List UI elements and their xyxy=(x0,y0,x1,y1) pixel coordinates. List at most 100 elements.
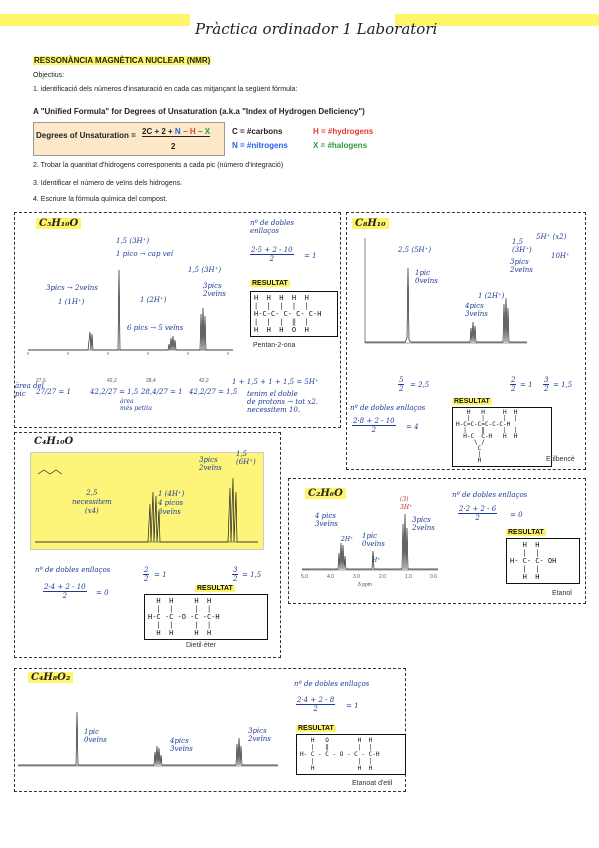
p2-ann-25: 2,5 (5H⁺) xyxy=(398,246,432,254)
p4-result-label: RESULTAT xyxy=(506,529,546,536)
objective-3: 3. Identificar el número de veïns dels h… xyxy=(33,180,183,187)
p4-unsat-fraction: 2·2 + 2 - 6 2 xyxy=(458,505,498,522)
p4-ann-4pics: 4 pics 3veïns xyxy=(315,512,338,528)
p1-ann-1pic: 1 pico → cap veí xyxy=(116,250,173,258)
problem-4-box xyxy=(288,478,586,604)
p4-ann-1h: H⁺ xyxy=(372,557,381,564)
p2-ann-5h: 5H⁺ (x2) xyxy=(536,233,567,241)
p1-area-2: 42,2 xyxy=(107,378,117,384)
p1-ann-15: 1,5 (3H⁺) xyxy=(116,237,150,245)
p3-unsat-num: 2·4 + 2 - 10 xyxy=(43,583,87,592)
p3-ann-25: 2,5 necessitem (x4) xyxy=(72,489,112,515)
p2-ratio-1: 5 2 xyxy=(398,376,405,393)
p2-spectrum xyxy=(364,238,527,344)
page-title: Pràctica ordinador 1 Laboratori xyxy=(195,20,438,38)
p1-ratio-4: 42,2/27 = 1,5 xyxy=(189,388,238,396)
p2-ann-10h: 10H⁺ xyxy=(551,252,570,260)
legend-halogens: X = #halogens xyxy=(313,141,368,150)
p5-ann-3pics: 3pics 2veïns xyxy=(248,727,271,743)
p2-name: Etilbencè xyxy=(546,456,575,463)
p3-unsat-title: nº de dobles enllaços xyxy=(35,566,111,574)
p3-ann-1: 1 (4H⁺) 4 picos 3veïns xyxy=(158,490,185,516)
p2-ann-4pics: 4pics 3veïns xyxy=(465,302,488,318)
p4-unsat-res: = 0 xyxy=(510,511,523,519)
objective-4: 4. Escriure la fórmula química del compo… xyxy=(33,196,168,203)
p2-r3-res: = 1,5 xyxy=(553,381,573,389)
p2-r1-den: 2 xyxy=(399,385,404,393)
p2-ratio-3: 3 2 xyxy=(543,376,550,393)
legend-carbons: C = #carbons xyxy=(232,127,283,136)
p1-area-1: 27,6 xyxy=(36,378,46,384)
p2-unsat-den: 2 xyxy=(371,426,377,434)
p1-note-area: àrea més petita xyxy=(120,398,152,412)
p1-name: Pentan-2-ona xyxy=(253,342,296,349)
header-highlight-right xyxy=(395,14,599,26)
formula-box xyxy=(33,122,225,156)
p1-ratio-1: 27/27 = 1 xyxy=(36,388,71,396)
problem-3-box xyxy=(14,432,281,658)
p3-spectrum xyxy=(35,469,258,543)
p4-tick-5: 1.0 xyxy=(405,574,412,580)
objective-2: 2. Trobar la quantitat d'hidrogens corre… xyxy=(33,162,284,169)
p4-tick-6: 0.0 xyxy=(430,574,437,580)
p2-unsat-num: 2·8 + 2 - 10 xyxy=(352,417,396,426)
section-title: RESSONÀNCIA MAGNÈTICA NUCLEAR (NMR) xyxy=(33,56,212,65)
p3-ann-3pics: 3pics 2veïns xyxy=(199,456,222,472)
formula-num-n: N xyxy=(174,127,181,136)
p1-area-4: 42,2 xyxy=(199,378,209,384)
p4-name: Etanol xyxy=(552,590,572,597)
p4-molecule: H H | | H- C- C- OH | | H H xyxy=(506,538,580,584)
p1-unsat-den: 2 xyxy=(269,255,275,263)
p1-sum: 1 + 1,5 + 1 + 1,5 = 5H⁺ xyxy=(232,378,319,386)
p3-r1-res: = 1 xyxy=(154,571,167,579)
legend-hydrogens: H = #hydrogens xyxy=(313,127,374,136)
formula-num-part: 2C + 2 + xyxy=(142,127,175,136)
p1-ann-1h-left: 1 (1H⁺) xyxy=(58,298,85,306)
p1-area-label: àrea del pic xyxy=(15,382,44,398)
p1-ratio-3: 28,4/27 = 1 xyxy=(141,388,183,396)
p3-ratio-1: 2 2 xyxy=(143,566,150,583)
p3-r2-num: 3 xyxy=(232,566,239,575)
p2-r1-num: 5 xyxy=(398,376,405,385)
p3-r2-den: 2 xyxy=(233,575,238,583)
p2-unsat-fraction: 2·8 + 2 - 10 2 xyxy=(352,417,396,434)
p1-ann-3pics-r: 3pics 2veïns xyxy=(203,282,226,298)
p1-result-label: RESULTAT xyxy=(250,280,290,287)
p3-ratio-2: 3 2 xyxy=(232,566,239,583)
p3-unsat-res: = 0 xyxy=(96,589,109,597)
p4-ann-3h: (3) 3H⁺ xyxy=(400,496,413,511)
legend-nitrogens: N = #nitrogens xyxy=(232,141,288,150)
formula-label: Degrees of Unsaturation = xyxy=(36,131,136,140)
p3-spectrum-bg xyxy=(30,452,264,550)
p4-unsat-title: nº de dobles enllaços xyxy=(452,491,528,499)
formula-title: A "Unified Formula" for Degrees of Unsat… xyxy=(33,107,365,116)
p2-r3-den: 2 xyxy=(544,385,549,393)
p3-unsat-den: 2 xyxy=(62,592,68,600)
problem-5-box xyxy=(14,668,406,792)
p5-result-label: RESULTAT xyxy=(296,725,336,732)
p2-molecule: H H H H | | | | H-C=C-C=C-C-C-H | ‖ | | … xyxy=(452,407,552,467)
problem-1-box xyxy=(14,212,341,428)
p5-ann-4pics: 4pics 3veïns xyxy=(170,737,193,753)
formula-num-x: − X xyxy=(195,127,211,136)
p4-axis-label: δ ppm xyxy=(358,582,372,588)
p1-ann-1h-mid: 1 (2H⁺) xyxy=(140,296,167,304)
p3-name: Dietil·èter xyxy=(186,642,216,649)
p1-ann-15r: 1,5 (3H⁺) xyxy=(188,266,222,274)
p2-ann-1-2h: 1 (2H⁺) xyxy=(478,292,505,300)
p4-ann-2h: 2H⁺ xyxy=(341,536,354,543)
p2-ratio-2: 2 2 xyxy=(510,376,517,393)
p5-molecule: H O H H | ‖ | | H- C - C - O - C - C-H |… xyxy=(296,734,406,775)
p3-r1-num: 2 xyxy=(143,566,150,575)
p1-ann-3pics: 3pics → 2veïns xyxy=(46,284,98,292)
p4-tick-2: 4.0 xyxy=(327,574,334,580)
p4-tick-4: 2.0 xyxy=(379,574,386,580)
p4-tick-1: 5.0 xyxy=(301,574,308,580)
p5-unsat-num: 2·4 + 2 - 8 xyxy=(296,696,336,705)
p3-molecule: H H H H | | | | H-C -C -O -C -C-H | | | … xyxy=(144,594,268,640)
p5-spectrum xyxy=(18,711,278,767)
p5-formula: C₄H₈O₂ xyxy=(28,672,74,683)
p1-ratio-2: 42,2/27 = 1,5 xyxy=(90,388,139,396)
p5-unsat-title: nº de dobles enllaços xyxy=(294,680,370,688)
p3-result-label: RESULTAT xyxy=(195,585,235,592)
